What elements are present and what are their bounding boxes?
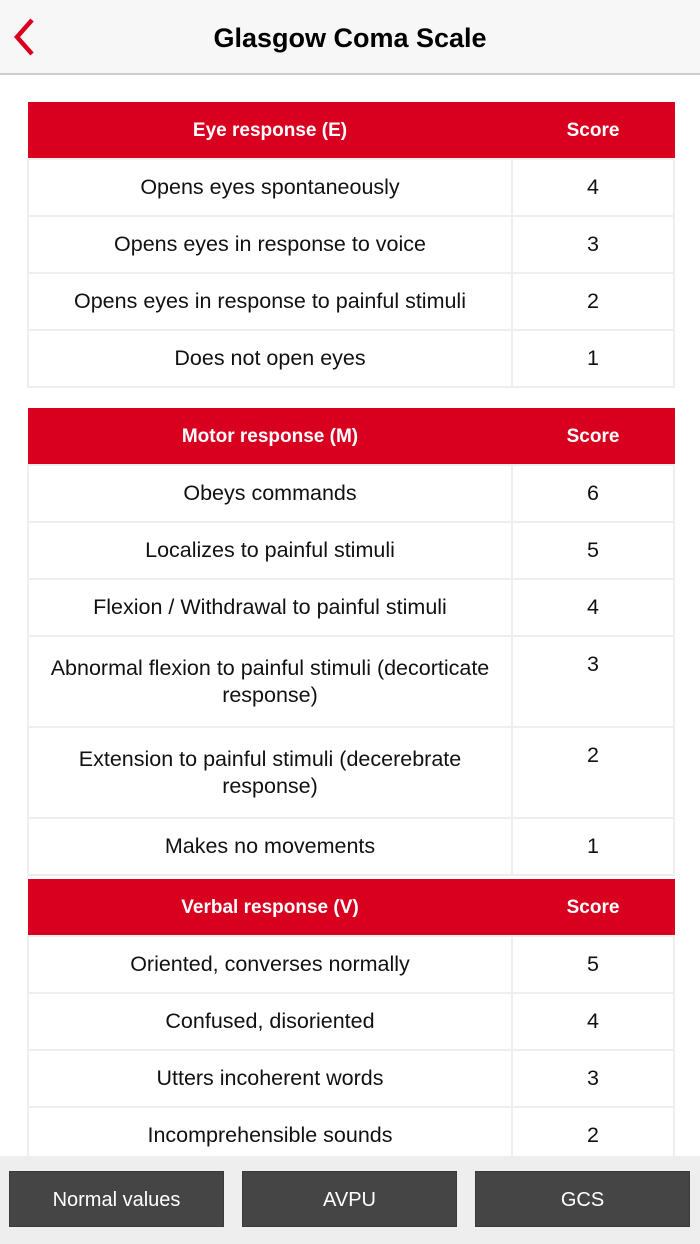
scroll-content[interactable]: Eye response (E) Score Opens eyes sponta… (0, 75, 700, 1156)
score-value: 1 (511, 329, 675, 388)
avpu-button[interactable]: AVPU (242, 1171, 457, 1227)
response-label: Opens eyes in response to painful stimul… (27, 272, 513, 331)
response-label: Localizes to painful stimuli (27, 521, 513, 580)
table-header: Eye response (E) Score (27, 102, 675, 160)
score-header: Score (511, 102, 675, 160)
normal-values-button[interactable]: Normal values (9, 1171, 224, 1227)
response-label: Utters incoherent words (27, 1049, 513, 1108)
gcs-button[interactable]: GCS (475, 1171, 690, 1227)
back-button[interactable] (8, 16, 48, 60)
response-label: Abnormal flexion to painful stimuli (dec… (27, 635, 513, 728)
score-value: 6 (511, 464, 675, 523)
response-label: Does not open eyes (27, 329, 513, 388)
bottom-toolbar: Normal values AVPU GCS (0, 1156, 700, 1244)
table-header: Motor response (M) Score (27, 408, 675, 466)
score-value: 1 (511, 817, 675, 876)
eye-response-table: Eye response (E) Score Opens eyes sponta… (27, 102, 675, 388)
response-label: Extension to painful stimuli (decerebrat… (27, 726, 513, 819)
score-value: 5 (511, 935, 675, 994)
response-label: Opens eyes spontaneously (27, 158, 513, 217)
score-value: 3 (511, 635, 675, 728)
score-value: 2 (511, 1106, 675, 1156)
score-value: 2 (511, 726, 675, 819)
response-label: Confused, disoriented (27, 992, 513, 1051)
response-label: Opens eyes in response to voice (27, 215, 513, 274)
table-row: Abnormal flexion to painful stimuli (dec… (27, 635, 675, 728)
column-header: Verbal response (V) (27, 879, 513, 937)
verbal-response-table: Verbal response (V) Score Oriented, conv… (27, 879, 675, 1156)
column-header: Motor response (M) (27, 408, 513, 466)
response-label: Flexion / Withdrawal to painful stimuli (27, 578, 513, 637)
column-header: Eye response (E) (27, 102, 513, 160)
score-value: 5 (511, 521, 675, 580)
chevron-left-icon (13, 18, 34, 56)
table-row: Opens eyes in response to painful stimul… (27, 272, 675, 331)
score-value: 2 (511, 272, 675, 331)
score-header: Score (511, 408, 675, 466)
page-title: Glasgow Coma Scale (213, 23, 487, 53)
score-value: 4 (511, 158, 675, 217)
score-value: 4 (511, 578, 675, 637)
response-label: Oriented, converses normally (27, 935, 513, 994)
score-value: 3 (511, 215, 675, 274)
response-label: Makes no movements (27, 817, 513, 876)
response-label: Incomprehensible sounds (27, 1106, 513, 1156)
score-value: 4 (511, 992, 675, 1051)
table-header: Verbal response (V) Score (27, 879, 675, 937)
score-header: Score (511, 879, 675, 937)
score-value: 3 (511, 1049, 675, 1108)
table-row: Extension to painful stimuli (decerebrat… (27, 726, 675, 819)
response-label: Obeys commands (27, 464, 513, 523)
navigation-bar: Glasgow Coma Scale (0, 0, 700, 75)
